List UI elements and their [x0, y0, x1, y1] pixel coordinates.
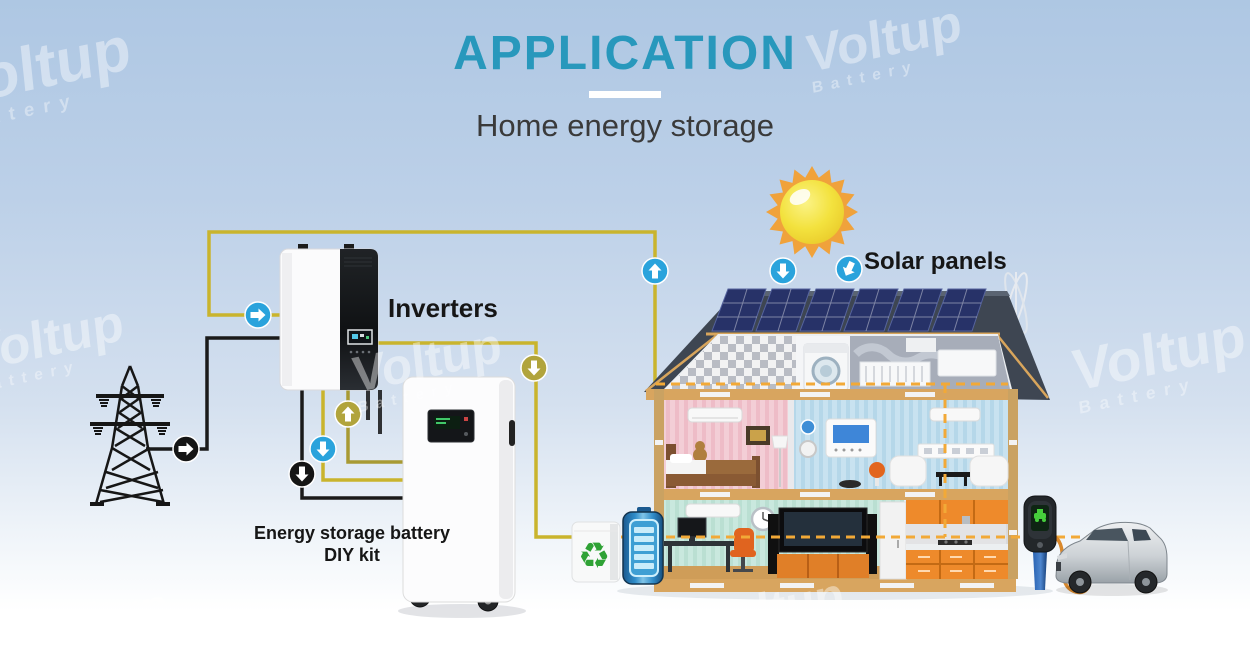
ev-charger-icon [1023, 495, 1103, 595]
flow-arrow-down-icon [520, 354, 548, 382]
house-attic [664, 334, 1012, 391]
battery-cabinet-device [402, 376, 516, 612]
battery-kit-label-line2: DIY kit [324, 544, 380, 565]
recycle-bin-icon: ♻ [571, 521, 621, 583]
power-tower-icon [90, 365, 170, 506]
title-divider [589, 91, 661, 98]
radiator-icon [859, 361, 931, 387]
flow-arrow-down-icon [769, 257, 797, 285]
solar-panel-array [706, 288, 1000, 336]
wire-grid-to-inverter [146, 336, 302, 451]
house-frame [646, 389, 1018, 592]
hvac-box-icon [937, 349, 997, 377]
desk-computer-icon [664, 517, 734, 572]
inverter-display [347, 329, 373, 345]
wire-inverter-to-home [378, 341, 576, 539]
wire-grid-to-battery [300, 389, 405, 500]
page-subtitle: Home energy storage [475, 108, 775, 143]
coffee-table-icon [936, 472, 970, 486]
inverters-label: Inverters [388, 293, 498, 323]
battery-pack-icon [622, 507, 664, 585]
flow-arrow-right-icon [244, 301, 272, 329]
sun-icon [766, 166, 858, 258]
table-lamp-icon [869, 462, 885, 486]
battery-kit-label: Energy storage battery DIY kit [212, 523, 492, 567]
flow-arrow-up-icon [334, 400, 362, 428]
page-title: APPLICATION [453, 27, 797, 80]
armchair-icon [889, 455, 927, 487]
speaker-icon [866, 514, 877, 574]
header: APPLICATION Home energy storage [0, 0, 1250, 144]
floor-lamp-icon [771, 435, 789, 487]
tv-stand-icon [777, 554, 869, 578]
flow-arrow-up-icon [641, 257, 669, 285]
ac-unit-icon [685, 503, 741, 518]
bedroom [664, 400, 790, 489]
living-room [794, 400, 1009, 489]
door-icon [879, 501, 907, 580]
speaker-icon [768, 514, 779, 574]
wall-shelf-icon [917, 443, 995, 459]
svg-text:♻: ♻ [578, 536, 610, 577]
tv-icon [778, 507, 868, 553]
flow-arrow-right-icon [172, 435, 200, 463]
stove-icon [938, 540, 972, 545]
battery-display [427, 409, 475, 443]
teddy-bear-icon [693, 441, 707, 462]
ac-unit-icon [929, 407, 981, 422]
round-thermostat-icon [799, 440, 817, 458]
flow-arrow-down-icon [309, 435, 337, 463]
duct-icon [853, 338, 951, 366]
solar-panels-label: Solar panels [864, 248, 1007, 275]
attic-checker-wall [666, 336, 796, 389]
kitchen-lower-cabinets-icon [906, 550, 1008, 579]
office-chair-icon [730, 528, 756, 572]
flow-arrow-down-icon [288, 460, 316, 488]
robot-vacuum-icon [839, 480, 861, 488]
wire-battery-discharge [346, 389, 405, 464]
kitchen-upper-cabinets-icon [906, 500, 1008, 524]
smoke-detector-icon [800, 419, 816, 435]
picture-frame-icon [746, 426, 770, 445]
inverter-device [279, 244, 382, 434]
wire-inverter-charge-battery [321, 389, 405, 482]
bed-icon [666, 444, 760, 488]
kitchen-counter-icon [906, 544, 1008, 550]
armchair-icon [969, 455, 1009, 487]
flow-arrow-down-icon [835, 255, 863, 283]
car-icon [1055, 521, 1168, 596]
battery-kit-label-line1: Energy storage battery [253, 523, 451, 543]
kitchen [906, 500, 1008, 579]
thermostat-icon [825, 418, 877, 458]
ac-unit-icon [687, 407, 743, 423]
ev-screen-car-glyph [1034, 509, 1046, 522]
